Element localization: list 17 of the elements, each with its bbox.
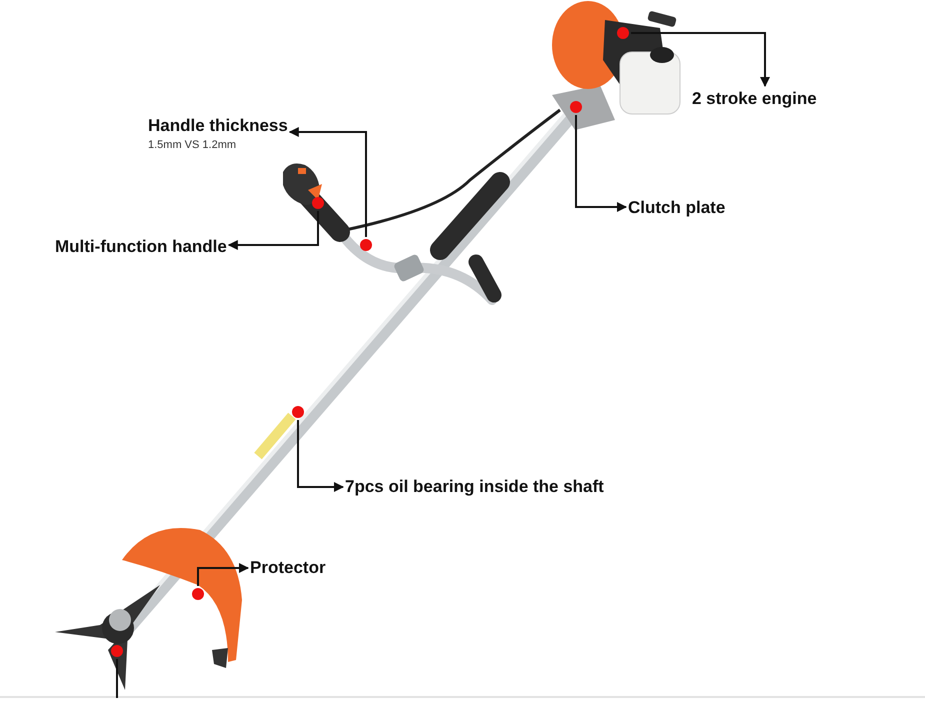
leader-line <box>631 32 770 87</box>
leader-line <box>297 420 344 492</box>
callout-label: Multi-function handle <box>55 236 227 258</box>
callout-note: 1.5mm VS 1.2mm <box>148 138 238 153</box>
callout-label: Clutch plate <box>628 197 726 219</box>
leader-line <box>228 211 319 250</box>
callout-label: 2 stroke engine <box>692 88 817 110</box>
marker-dot <box>360 239 372 251</box>
marker-dot <box>192 588 204 600</box>
leader-line <box>197 563 249 586</box>
leader-line <box>575 115 627 212</box>
leader-line <box>288 127 367 237</box>
callout-label: Protector <box>250 557 326 579</box>
callout-label: Handle thickness <box>148 115 288 137</box>
marker-dot <box>292 406 304 418</box>
leader-line <box>116 659 118 698</box>
callout-label: 7pcs oil bearing inside the shaft <box>345 476 604 498</box>
